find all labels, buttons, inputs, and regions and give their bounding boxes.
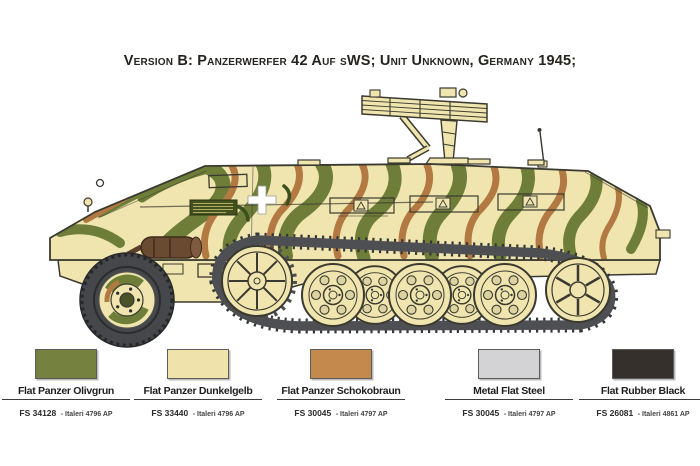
paint-legend: Flat Panzer Olivgrun FS 34128 - Italeri … bbox=[0, 349, 700, 419]
track-assembly bbox=[209, 232, 619, 334]
road-wheel bbox=[473, 263, 537, 327]
paint-name: Flat Panzer Dunkelgelb bbox=[143, 385, 253, 397]
paint-item-olivgrun: Flat Panzer Olivgrun FS 34128 - Italeri … bbox=[2, 349, 130, 421]
paint-item-steel: Metal Flat Steel FS 30045 - Italeri 4797… bbox=[445, 349, 573, 421]
divider bbox=[445, 399, 573, 400]
paint-name: Flat Rubber Black bbox=[600, 385, 686, 397]
paint-name: Flat Panzer Olivgrun bbox=[17, 385, 115, 397]
idler-wheel bbox=[545, 257, 611, 323]
paint-item-dunkelgelb: Flat Panzer Dunkelgelb FS 33440 - Italer… bbox=[134, 349, 262, 421]
vehicle-illustration bbox=[49, 87, 671, 348]
paint-swatch bbox=[478, 349, 540, 379]
divider bbox=[134, 399, 262, 400]
divider bbox=[2, 399, 130, 400]
grab-handle bbox=[234, 204, 250, 222]
paint-reference: FS 30045 - Italeri 4797 AP bbox=[294, 408, 388, 418]
paint-reference: FS 33440 - Italeri 4796 AP bbox=[151, 408, 245, 418]
paint-swatch bbox=[167, 349, 229, 379]
road-wheel bbox=[388, 263, 452, 327]
rocket-launcher bbox=[361, 87, 488, 165]
tow-hitch bbox=[655, 229, 671, 239]
paint-reference: FS 30045 - Italeri 4797 AP bbox=[462, 408, 556, 418]
cab-window bbox=[208, 173, 248, 189]
road-wheel bbox=[301, 263, 365, 327]
paint-reference: FS 26081 - Italeri 4861 AP bbox=[596, 408, 690, 418]
front-wheel bbox=[79, 252, 175, 348]
grab-handle bbox=[282, 184, 292, 206]
paint-item-schokobraun: Flat Panzer Schokobraun FS 30045 - Itale… bbox=[277, 349, 405, 421]
version-title: Version B: Panzerwerfer 42 Auf sWS; Unit… bbox=[123, 53, 577, 69]
stencil-plate bbox=[189, 199, 238, 216]
drive-sprocket bbox=[217, 241, 297, 321]
paint-name: Metal Flat Steel bbox=[473, 385, 545, 397]
side-panels bbox=[329, 193, 565, 217]
paint-name: Flat Panzer Schokobraun bbox=[281, 385, 401, 397]
divider bbox=[277, 399, 405, 400]
paint-swatch bbox=[310, 349, 372, 379]
balkenkreuz-cross bbox=[247, 185, 277, 215]
lifting-ring-icon bbox=[95, 178, 105, 188]
paint-swatch bbox=[35, 349, 97, 379]
roof-hatches bbox=[297, 157, 545, 166]
headlight bbox=[83, 197, 93, 207]
paint-item-rubber-black: Flat Rubber Black FS 26081 - Italeri 486… bbox=[579, 349, 700, 421]
paint-reference: FS 34128 - Italeri 4796 AP bbox=[19, 408, 113, 418]
divider bbox=[579, 399, 700, 400]
paint-swatch bbox=[612, 349, 674, 379]
